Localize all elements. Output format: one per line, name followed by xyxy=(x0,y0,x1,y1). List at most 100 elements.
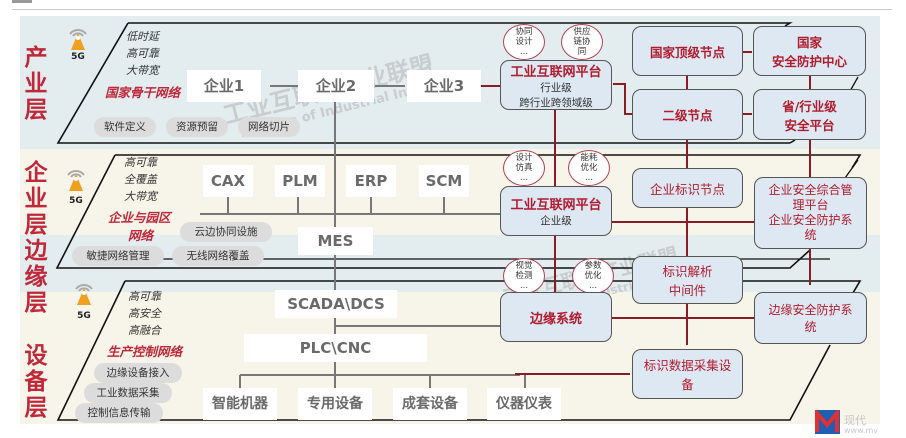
bubble-line: 协同 xyxy=(515,27,533,37)
bubble-collab-design: 协同 设计 ... xyxy=(503,24,545,60)
label-5g: 5G xyxy=(71,52,85,62)
bubble-visual-inspection: 视觉 检测 ... xyxy=(503,258,545,294)
bubble-line: ... xyxy=(584,173,594,183)
bubble-design-simulation: 设计 仿真 ... xyxy=(503,150,545,186)
bubble-line: 链协 xyxy=(573,37,591,47)
pill-wireless-coverage: 无线网络覆盖 xyxy=(172,246,264,266)
bubble-line: 优化 xyxy=(580,163,598,173)
pill-software-defined: 软件定义 xyxy=(94,117,156,137)
system-scm: SCM xyxy=(419,165,469,197)
bubble-line: 检测 xyxy=(515,271,533,281)
system-mes: MES xyxy=(298,227,373,255)
platform-scope: 跨行业跨领域级 xyxy=(519,96,593,109)
security-edge-protection: 边缘安全防护系 统 xyxy=(754,292,867,344)
bubble-line: ... xyxy=(519,173,529,183)
text-line: 标识数据采集设 xyxy=(643,358,732,373)
node-national-top: 国家顶级节点 xyxy=(632,26,743,76)
bubble-energy-optimization: 能耗 优化 ... xyxy=(568,150,610,186)
bubble-line: 同 xyxy=(577,47,587,57)
text-line: 国家 xyxy=(796,35,822,50)
feature-1: 高可靠 xyxy=(128,290,161,303)
top-marker xyxy=(12,0,32,3)
text-line: 企业安全综合管 xyxy=(768,183,853,197)
bubble-line: ... xyxy=(519,47,529,57)
edge-system: 边缘系统 xyxy=(500,292,612,342)
text-line: 理平台 xyxy=(792,198,829,212)
text-line: 安全防护中心 xyxy=(771,54,847,69)
system-plm: PLM xyxy=(275,165,325,197)
layer-label-enterprise: 企业层 xyxy=(24,160,48,238)
platform-level: 行业级 xyxy=(540,81,572,94)
feature-3: 高融合 xyxy=(128,324,161,337)
feature-1: 高可靠 xyxy=(124,156,157,169)
antenna-5g-icon xyxy=(75,284,93,305)
top-divider xyxy=(12,9,892,10)
pill-network-slicing: 网络切片 xyxy=(238,117,300,137)
bubble-line: 设计 xyxy=(515,37,533,47)
node-secondary: 二级节点 xyxy=(632,89,743,140)
enterprise-1: 企业1 xyxy=(187,70,261,102)
pill-edge-device-access: 边缘设备接入 xyxy=(94,363,182,383)
feature-3: 大带宽 xyxy=(124,190,157,203)
security-provincial-platform: 省/行业级 安全平台 xyxy=(753,89,866,140)
logo-text: 现代 xyxy=(844,414,866,427)
bubble-line: 供应 xyxy=(573,27,591,37)
network-name-device: 生产控制网络 xyxy=(107,344,183,359)
bubble-line: 优化 xyxy=(584,271,602,281)
platform-enterprise: 工业互联网平台 企业级 xyxy=(500,186,612,236)
network-name-enterprise-1: 企业与园区 xyxy=(108,210,171,225)
feature-2: 全覆盖 xyxy=(124,173,157,186)
node-enterprise-identifier: 企业标识节点 xyxy=(632,168,743,208)
pill-resource-reservation: 资源预留 xyxy=(166,117,228,137)
system-erp: ERP xyxy=(346,165,396,197)
feature-1: 低时延 xyxy=(126,30,159,43)
platform-title: 工业互联网平台 xyxy=(510,64,602,80)
bubble-line: 设计 xyxy=(515,153,533,163)
bubble-line: 仿真 xyxy=(515,163,533,173)
text-line: 安全平台 xyxy=(784,117,835,133)
pill-cloud-edge: 云边协同设施 xyxy=(180,222,272,242)
layer-label-device: 设备层 xyxy=(24,343,48,421)
security-enterprise-platform: 企业安全综合管 理平台 企业安全防护系 统 xyxy=(754,177,867,249)
feature-2: 高可靠 xyxy=(126,47,159,60)
security-national-center: 国家 安全防护中心 xyxy=(753,26,866,76)
platform-title: 工业互联网平台 xyxy=(510,198,602,213)
layer-label-edge: 边缘层 xyxy=(24,238,48,316)
bubble-line: 能耗 xyxy=(580,153,598,163)
system-scada-dcs: SCADA\DCS xyxy=(275,290,397,318)
bubble-parameter-optimization: 参数 优化 ... xyxy=(572,258,614,294)
label-5g: 5G xyxy=(77,311,91,321)
feature-3: 大带宽 xyxy=(126,64,159,77)
bubble-line: ... xyxy=(588,281,598,291)
pill-agile-network: 敏捷网络管理 xyxy=(72,246,164,266)
text-line: 备 xyxy=(681,377,694,392)
pill-industrial-data-collection: 工业数据采集 xyxy=(84,383,172,403)
device-instruments: 仪器仪表 xyxy=(487,388,561,420)
pill-control-info-transfer: 控制信息传输 xyxy=(75,403,163,423)
platform-level: 企业级 xyxy=(540,215,572,227)
bubble-line: 视觉 xyxy=(515,261,533,271)
network-name-enterprise-2: 网络 xyxy=(128,228,154,243)
system-cax: CAX xyxy=(203,165,253,197)
label-5g: 5G xyxy=(69,196,83,206)
device-special-equipment: 专用设备 xyxy=(298,388,372,420)
device-complete-equipment: 成套设备 xyxy=(393,388,467,420)
logo-url: www.mv xyxy=(844,426,878,435)
text-line: 统 xyxy=(804,320,817,334)
node-identifier-middleware: 标识解析 中间件 xyxy=(632,256,743,304)
device-smart-machine: 智能机器 xyxy=(203,388,277,420)
text-line: 边缘安全防护系 xyxy=(768,303,853,317)
enterprise-3: 企业3 xyxy=(407,70,481,102)
system-plc-cnc: PLC\CNC xyxy=(244,334,427,362)
enterprise-2: 企业2 xyxy=(298,70,374,102)
layer-label-industry: 产业层 xyxy=(24,45,48,123)
bubble-line: ... xyxy=(519,281,529,291)
network-name-industry: 国家骨干网络 xyxy=(105,85,181,100)
text-line: 企业安全防护系 xyxy=(768,213,853,227)
bubble-line: 参数 xyxy=(584,261,602,271)
logo-mark-icon xyxy=(815,407,840,434)
text-line: 中间件 xyxy=(668,283,707,298)
platform-industry: 工业互联网平台 行业级 跨行业跨领域级 xyxy=(500,60,612,110)
text-line: 统 xyxy=(804,228,817,242)
